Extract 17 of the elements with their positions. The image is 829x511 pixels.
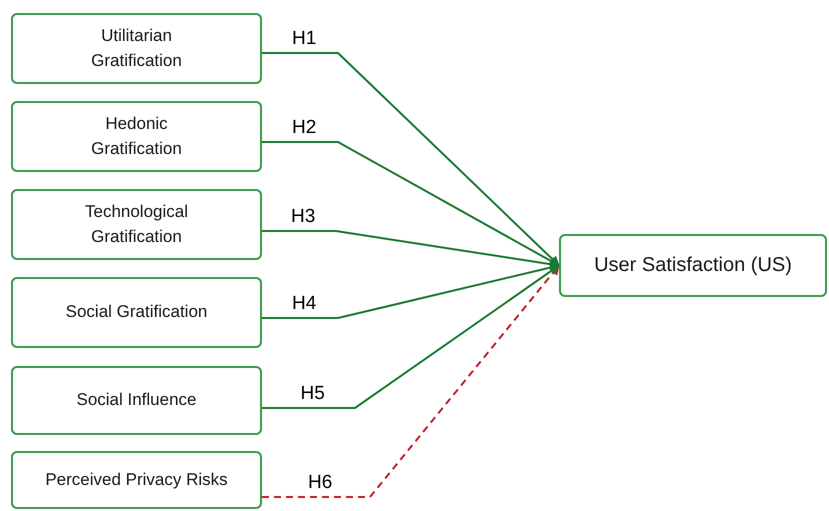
construct-label: User Satisfaction (US) xyxy=(594,253,792,278)
construct-box xyxy=(11,277,262,348)
arrow xyxy=(262,264,560,409)
arrow xyxy=(262,264,560,498)
construct-label: Hedonic Gratification xyxy=(90,112,183,160)
arrow xyxy=(262,52,560,266)
construct-box xyxy=(11,451,262,509)
construct-label: Utilitarian Gratification xyxy=(90,24,183,72)
construct-box xyxy=(11,366,262,435)
construct-label: Technological Gratification xyxy=(84,200,189,248)
construct-label: Social Gratification xyxy=(66,301,208,324)
construct-box xyxy=(559,234,827,297)
construct-label: Social Influence xyxy=(76,389,197,412)
construct-box xyxy=(11,13,262,84)
construct-label: Perceived Privacy Risks xyxy=(45,468,228,491)
construct-box xyxy=(11,101,262,172)
construct-box xyxy=(11,189,262,260)
